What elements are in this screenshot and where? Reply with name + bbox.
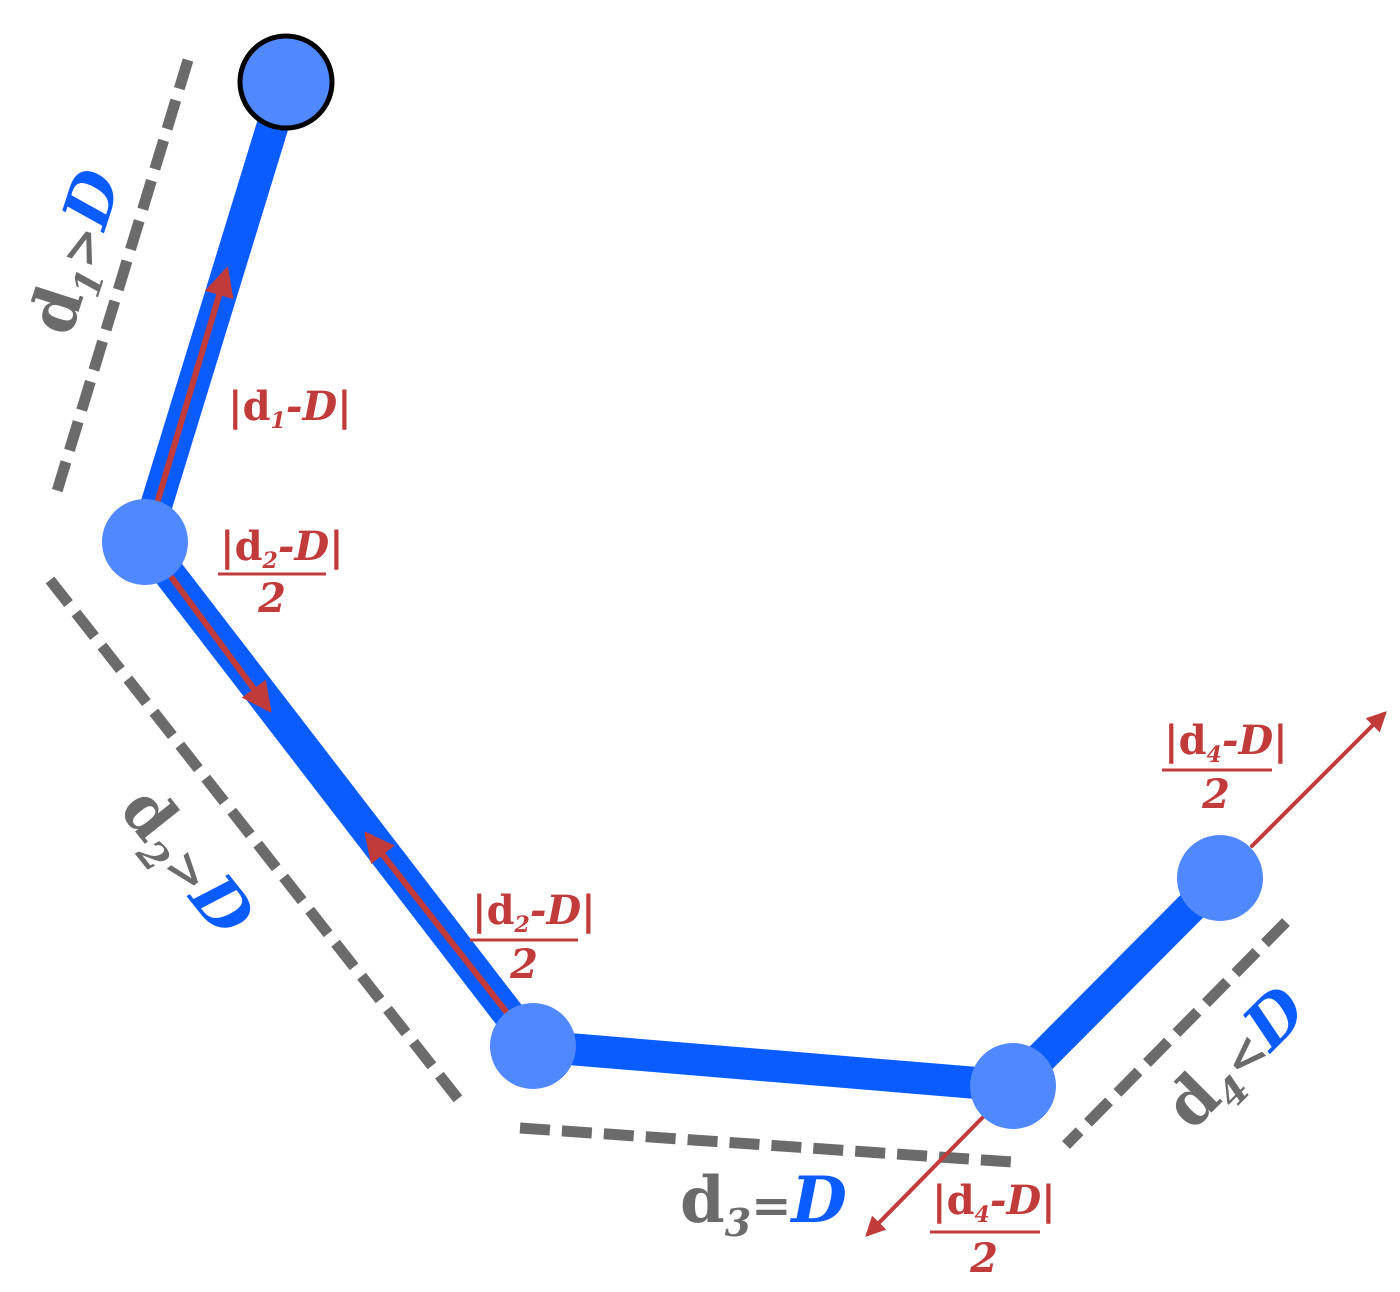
c4a-sub: 4: [1207, 742, 1222, 768]
guide-line-d4: [1062, 918, 1290, 1149]
svg-text:|d1-D|: |d1-D|: [228, 383, 352, 434]
node-3: [490, 1003, 576, 1089]
svg-text:|d4-D|: |d4-D|: [932, 1177, 1056, 1228]
correction-label-4a: |d4-D| 2: [1162, 717, 1288, 818]
correction-arrows: [155, 266, 1387, 1237]
correction-label-2b: |d2-D| 2: [470, 887, 596, 988]
svg-text:|d2-D|: |d2-D|: [220, 523, 344, 574]
correction-label-1: |d1-D|: [228, 383, 352, 434]
c4a-denominator: 2: [1201, 771, 1230, 818]
correction-arrow-2b: [364, 831, 511, 1017]
c2b-base: d: [487, 887, 515, 934]
label-d3-base: d: [680, 1163, 725, 1238]
label-d2: d2>D: [100, 773, 268, 955]
c4a-bar-right: |: [1273, 717, 1288, 764]
correction-arrow-4a: [1250, 711, 1387, 848]
c2b-sub: 2: [514, 912, 530, 938]
c2a-bar-left: |: [220, 523, 235, 570]
svg-text:|d4-D|: |d4-D|: [1164, 717, 1288, 768]
svg-text:d1>D: d1>D: [14, 161, 144, 346]
c2b-bar-left: |: [472, 887, 487, 934]
c4b-rest: -D: [990, 1177, 1042, 1224]
c4b-sub: 4: [975, 1202, 990, 1228]
c4a-bar-left: |: [1164, 717, 1179, 764]
c1-rest: -D: [286, 383, 338, 430]
c2a-base: d: [235, 523, 263, 570]
label-d4: d4<D: [1150, 972, 1326, 1148]
correction-label-4b: |d4-D| 2: [930, 1177, 1056, 1282]
label-d3: d3=D: [680, 1163, 847, 1245]
guide-line-d3: [519, 1122, 1013, 1168]
chain-segments: [129, 77, 1232, 1102]
c4b-bar-right: |: [1041, 1177, 1056, 1224]
label-d1: d1>D: [14, 161, 144, 346]
c2a-rest: -D: [278, 523, 330, 570]
c1-bar-right: |: [337, 383, 352, 430]
c1-sub: 1: [271, 408, 286, 434]
c4a-base: d: [1179, 717, 1207, 764]
segment-4: [1001, 866, 1232, 1098]
node-5: [1177, 835, 1263, 921]
c2b-denominator: 2: [509, 941, 538, 988]
svg-text:d4<D: d4<D: [1150, 972, 1326, 1148]
c2a-denominator: 2: [257, 575, 286, 622]
chain-nodes: [102, 33, 1263, 1129]
c4b-base: d: [947, 1177, 975, 1224]
node-2: [102, 499, 188, 585]
guide-lines: [45, 58, 1290, 1168]
correction-arrow-2a: [169, 575, 272, 713]
svg-text:d3=D: d3=D: [680, 1163, 847, 1245]
c1-base: d: [243, 383, 271, 430]
c4b-denominator: 2: [969, 1235, 998, 1282]
label-d3-rel: =: [751, 1178, 791, 1234]
c1-bar-left: |: [228, 383, 243, 430]
correction-arrow-1: [155, 266, 234, 503]
label-d3-D: D: [789, 1163, 847, 1238]
svg-text:d2>D: d2>D: [100, 773, 268, 955]
anchor-node: [237, 33, 335, 131]
c2a-bar-right: |: [329, 523, 344, 570]
c4b-bar-left: |: [932, 1177, 947, 1224]
correction-arrow-4b: [865, 1110, 990, 1237]
c2a-sub: 2: [262, 548, 278, 574]
c2b-bar-right: |: [581, 887, 596, 934]
segment-3: [531, 1030, 1015, 1102]
c2b-rest: -D: [530, 887, 582, 934]
svg-text:|d2-D|: |d2-D|: [472, 887, 596, 938]
guide-line-d1: [49, 58, 194, 500]
node-4: [970, 1043, 1056, 1129]
guide-line-d2: [45, 576, 467, 1108]
c4a-rest: -D: [1222, 717, 1274, 764]
label-d3-sub: 3: [725, 1200, 751, 1245]
correction-label-2a: |d2-D| 2: [218, 523, 344, 622]
